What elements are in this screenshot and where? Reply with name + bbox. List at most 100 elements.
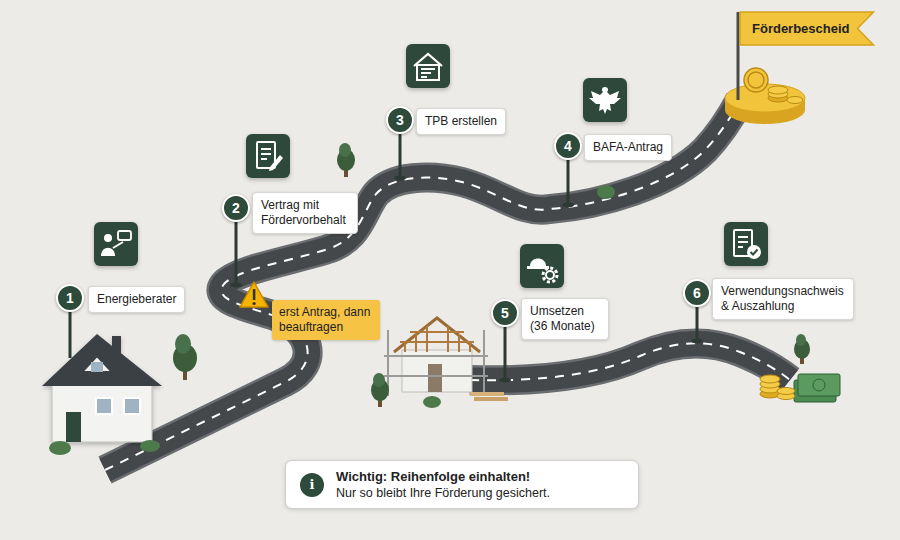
money [798, 374, 840, 396]
house [124, 398, 140, 414]
road [470, 343, 790, 380]
icon-box [751, 250, 758, 255]
road [105, 100, 740, 470]
step-label: Vertrag mit Fördervorbehalt [252, 192, 358, 234]
pin-base [230, 283, 242, 288]
construction-site [470, 392, 504, 396]
warning-triangle [253, 289, 256, 300]
step-label: TPB erstellen [416, 108, 506, 135]
icon-box [94, 44, 768, 288]
house [42, 334, 162, 386]
tree [175, 334, 191, 354]
tree [597, 185, 615, 199]
icon-box [530, 259, 546, 267]
icon-box [543, 268, 557, 282]
warning-triangle [240, 282, 268, 307]
icon-box [520, 244, 564, 288]
tree [339, 143, 351, 157]
icon-box [113, 242, 123, 248]
icon-box [724, 222, 768, 266]
tree [49, 143, 810, 455]
goal-base [737, 12, 740, 100]
info-icon-text: i [310, 476, 315, 493]
tree [373, 373, 385, 387]
tree [371, 373, 389, 407]
icon-box [246, 134, 290, 178]
house [96, 398, 112, 414]
icon-box [546, 271, 554, 279]
house [91, 362, 103, 372]
goal-base [768, 86, 788, 94]
warning-text: erst Antrag, dann beauftragen [279, 305, 373, 335]
icon-box [257, 142, 275, 168]
step-label-text: Verwendungsnachweis & Auszahlung [721, 284, 845, 314]
tree [173, 334, 197, 380]
step-label-text: Vertrag mit Fördervorbehalt [261, 198, 349, 228]
construction-site [400, 326, 474, 352]
info-text: Nur so bleibt Ihre Förderung gesichert. [336, 485, 626, 501]
step-number: 6 [683, 279, 711, 307]
icon-box [94, 222, 138, 266]
road [105, 100, 740, 470]
tree [337, 143, 355, 177]
icon-box [421, 68, 435, 70]
warning-note: erst Antrag, dann beauftragen [272, 300, 380, 340]
icon-box [520, 244, 564, 288]
icon-box [406, 44, 450, 88]
info-box: Wichtig: Reihenfolge einhalten!Nur so bl… [285, 460, 639, 509]
step-number-text: 4 [564, 138, 572, 154]
tree [49, 441, 71, 455]
pin-stem [696, 305, 699, 341]
icon-box [101, 248, 115, 256]
goal-flag: Förderbescheid [740, 12, 874, 45]
goal-flag-text: Förderbescheid [752, 21, 850, 36]
tree [794, 334, 810, 364]
step-number: 4 [554, 132, 582, 160]
step-number-text: 2 [232, 200, 240, 216]
pin-base [499, 378, 511, 383]
step-label: Umsetzen (36 Monate) [521, 298, 609, 340]
flag-banner [740, 12, 874, 45]
icon-box [94, 222, 138, 266]
money [813, 379, 825, 391]
house [52, 380, 152, 442]
step-number: 1 [56, 284, 84, 312]
warning-triangle [253, 302, 256, 305]
icon-box [738, 237, 748, 247]
icon-box [118, 231, 131, 240]
pin-base [691, 339, 703, 344]
icon-box [421, 72, 431, 74]
construction-site [384, 330, 488, 396]
house [66, 412, 81, 442]
money [760, 374, 840, 402]
step-number-text: 1 [66, 290, 74, 306]
tree [796, 334, 806, 346]
construction-site [428, 364, 442, 392]
step-label: BAFA-Antrag [584, 134, 672, 161]
road [470, 343, 790, 380]
pin-stem [504, 325, 507, 380]
pin-stem [69, 310, 72, 358]
step-number-text: 3 [396, 112, 404, 128]
icon-box [589, 87, 621, 114]
money [760, 375, 780, 383]
pin-base [394, 176, 406, 181]
construction-site [474, 397, 508, 401]
road [470, 343, 790, 380]
step-number-text: 5 [501, 305, 509, 321]
info-icon: i [300, 473, 324, 497]
money [777, 388, 795, 395]
pin-stem [70, 118, 697, 380]
pin-base [230, 176, 703, 383]
icon-box [583, 78, 627, 122]
info-text: Wichtig: Reihenfolge einhalten! [336, 468, 626, 485]
step-number: 2 [222, 194, 250, 222]
icon-box [406, 44, 450, 88]
goal-base [748, 72, 764, 88]
pin-base [562, 203, 574, 208]
icon-box [747, 245, 761, 259]
step-label-text: Energieberater [97, 292, 176, 307]
construction-site [394, 318, 480, 352]
